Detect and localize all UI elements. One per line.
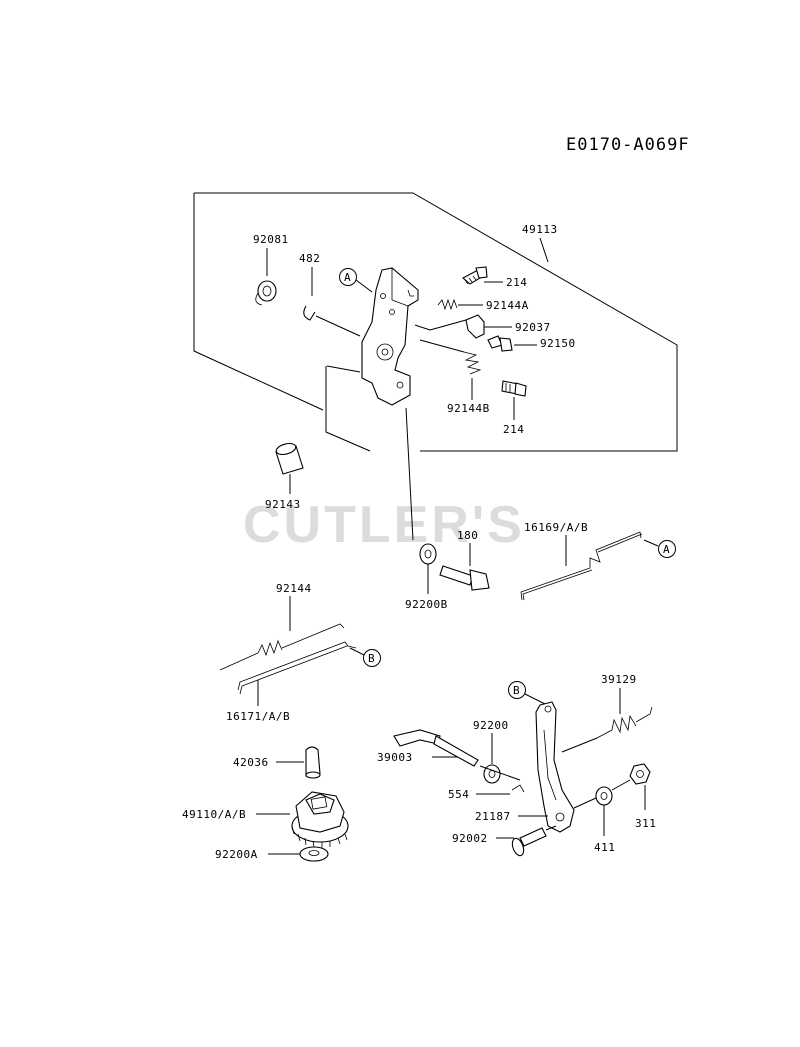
outline-drop-line	[405, 407, 414, 541]
bolt-214-top	[462, 266, 488, 285]
rod-16171	[237, 641, 357, 695]
bolt-180	[439, 565, 490, 591]
part-label-92150[interactable]: 92150	[540, 337, 576, 350]
svg-text:B: B	[368, 652, 375, 665]
washer-92200A	[299, 846, 329, 862]
part-label-92144[interactable]: 92144	[276, 582, 312, 595]
washer-92200	[483, 764, 501, 784]
governor-bracket-plate	[361, 267, 419, 406]
leader-49113	[539, 237, 549, 263]
spring-92144A	[437, 298, 458, 311]
collar-92143	[275, 442, 304, 475]
part-label-21187[interactable]: 21187	[475, 810, 511, 823]
part-label-180[interactable]: 180	[457, 529, 478, 542]
bolt-axis	[545, 825, 557, 831]
washer-92200B	[419, 543, 437, 565]
pin-554	[511, 784, 525, 793]
part-label-42036[interactable]: 42036	[233, 756, 269, 769]
part-label-49113[interactable]: 49113	[522, 223, 558, 236]
svg-text:A: A	[663, 543, 670, 556]
part-label-554[interactable]: 554	[448, 788, 469, 801]
assembly-outline	[193, 192, 678, 452]
washer-411	[595, 786, 613, 806]
part-label-16169[interactable]: 16169/A/B	[524, 521, 588, 534]
bolt-214-bottom	[501, 380, 527, 397]
part-label-482[interactable]: 482	[299, 252, 320, 265]
part-label-214-bottom[interactable]: 214	[503, 423, 524, 436]
leader-spring-92144B	[419, 339, 465, 353]
part-label-214-top[interactable]: 214	[506, 276, 527, 289]
rod-16169-edge	[522, 533, 643, 601]
part-label-92144A[interactable]: 92144A	[486, 299, 529, 312]
part-label-92002[interactable]: 92002	[452, 832, 488, 845]
part-label-16171[interactable]: 16171/A/B	[226, 710, 290, 723]
clip-92081	[255, 280, 277, 306]
nut-axis	[611, 779, 631, 791]
spring-92144	[219, 623, 345, 671]
spring-39129	[561, 706, 653, 753]
washer-axis	[573, 797, 597, 809]
bolt-92002	[511, 827, 547, 857]
bolt-92150	[487, 335, 513, 352]
gear-49110	[291, 791, 349, 848]
leader-callout-a	[355, 279, 373, 293]
part-label-92081[interactable]: 92081	[253, 233, 289, 246]
part-label-92200[interactable]: 92200	[473, 719, 509, 732]
part-label-49110[interactable]: 49110/A/B	[182, 808, 246, 821]
lever-21187	[535, 701, 575, 833]
e-clip-482	[303, 305, 316, 321]
callout-b-spring[interactable]: B	[363, 649, 381, 667]
part-label-39129[interactable]: 39129	[601, 673, 637, 686]
part-label-39003[interactable]: 39003	[377, 751, 413, 764]
leader-482-b	[315, 315, 361, 337]
leader-callout-b	[349, 647, 365, 656]
part-label-311[interactable]: 311	[635, 817, 656, 830]
diagram-code: E0170-A069F	[566, 135, 690, 155]
leader-callout-a-rod	[643, 539, 659, 547]
part-label-92200B[interactable]: 92200B	[405, 598, 448, 611]
part-label-92037[interactable]: 92037	[515, 321, 551, 334]
watermark: CUTLER'S	[243, 496, 525, 554]
callout-a-bracket[interactable]: A	[339, 268, 357, 286]
part-label-411[interactable]: 411	[594, 841, 615, 854]
svg-text:A: A	[344, 271, 351, 284]
rod-16169	[520, 531, 642, 601]
callout-a-rod[interactable]: A	[658, 540, 676, 558]
svg-text:B: B	[513, 684, 520, 697]
part-label-92143[interactable]: 92143	[265, 498, 301, 511]
pin-42036	[305, 746, 321, 779]
shaft-39003	[393, 729, 479, 767]
part-label-92144B[interactable]: 92144B	[447, 402, 490, 415]
leader-callout-b-lever	[524, 693, 546, 705]
outline-leader	[326, 365, 361, 373]
nut-311	[629, 763, 651, 785]
plate-92037	[414, 314, 485, 339]
callout-b-lever[interactable]: B	[508, 681, 526, 699]
shaft-centerline	[479, 765, 521, 781]
part-label-92200A[interactable]: 92200A	[215, 848, 258, 861]
spring-92144B	[463, 351, 482, 375]
